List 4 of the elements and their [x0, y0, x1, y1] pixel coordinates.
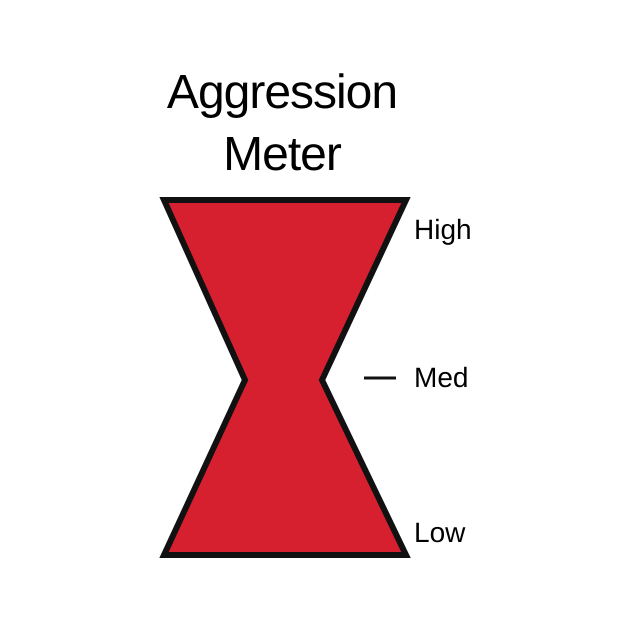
level-label: Low [414, 516, 466, 550]
level-label: High [414, 213, 472, 247]
title: Aggression Meter [166, 65, 398, 183]
level-label: Med [414, 361, 468, 395]
